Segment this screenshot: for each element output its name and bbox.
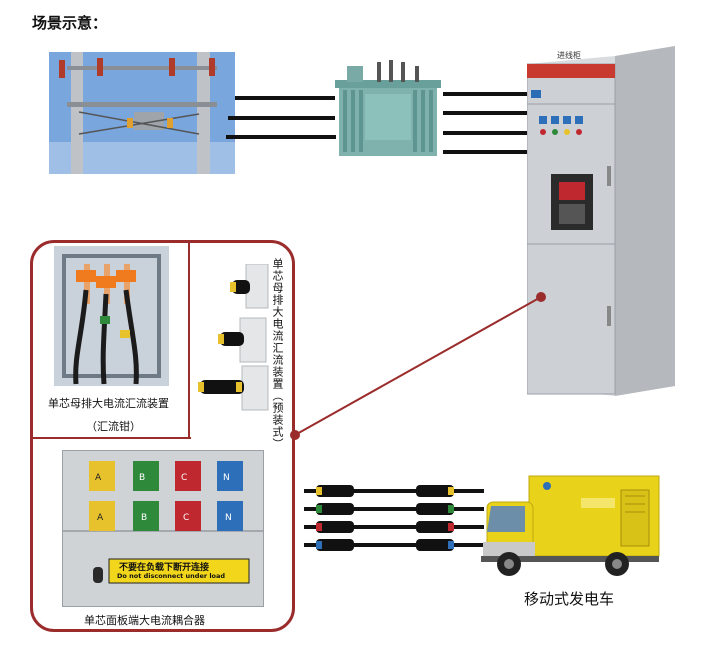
phase-B-label-lower: B: [141, 513, 148, 523]
phase-N-label-lower: N: [225, 513, 232, 523]
panel-warning-cn: 不要在负载下断开连接: [119, 563, 210, 573]
clamp-device-image: [54, 246, 169, 386]
cabinet-illustration: [526, 46, 675, 396]
clamp-device-sublabel: （汇流钳）: [86, 420, 141, 433]
utility-pole-image: [49, 52, 235, 174]
preinstalled-connector-1: [230, 264, 269, 309]
cable-phase-N: [304, 539, 484, 551]
panel-coupler-image: A B C N A B C N 不要在负载下断开连接 Do not discon…: [62, 450, 264, 607]
transformer-cabinet-wire-3: [443, 131, 527, 135]
pole-transformer-wire-3: [226, 135, 336, 139]
coupler-row-bottom: [89, 501, 243, 531]
panel-warning-en: Do not disconnect under load: [117, 572, 226, 580]
phase-C-label-lower: C: [183, 513, 190, 523]
phase-A-label-lower: A: [97, 513, 104, 523]
preinstalled-connector-3: [198, 365, 269, 411]
phase-A-label: A: [95, 473, 102, 483]
utility-pole-illustration: [49, 52, 235, 174]
transformer-image: [333, 60, 443, 160]
cabinet-nameplate: 进线柜: [557, 51, 581, 60]
cable-phase-C: [304, 521, 484, 533]
coupler-row-top: [89, 461, 243, 491]
pole-transformer-wire-1: [235, 96, 335, 100]
callout-connector-line: [290, 292, 546, 440]
preinstalled-connectors-image: [198, 264, 269, 411]
transformer-cabinet-wire-4: [443, 150, 527, 154]
switchgear-cabinet: 进线柜: [526, 46, 675, 396]
transformer-cabinet-wire-2: [443, 111, 527, 115]
transformer-illustration: [335, 60, 441, 156]
cable-phase-A: [304, 485, 484, 497]
phase-B-label: B: [139, 473, 146, 483]
phase-C-label: C: [181, 473, 188, 483]
clamp-device-label: 单芯母排大电流汇流装置: [48, 397, 169, 410]
pole-transformer-wire-2: [228, 116, 335, 120]
device-callout-frame: [30, 240, 295, 632]
callout-divider-vertical: [188, 241, 190, 439]
clamp-device-illustration: [54, 246, 169, 386]
scene-title: 场景示意：: [32, 14, 108, 32]
cable-phase-B: [304, 503, 484, 515]
phase-N-label: N: [223, 473, 230, 483]
callout-divider-horizontal: [31, 437, 191, 439]
generator-truck-label: 移动式发电车: [524, 590, 615, 608]
generator-truck-image: [481, 470, 661, 580]
preinstalled-connector-2: [218, 317, 267, 363]
truck-cable-bundle: [304, 485, 484, 551]
panel-coupler-illustration: [63, 451, 263, 606]
preinstalled-device-label: 单芯母排大电流汇流装置（预装式）: [271, 258, 284, 450]
panel-coupler-label: 单芯面板端大电流耦合器: [84, 614, 205, 627]
generator-truck-illustration: [481, 475, 660, 576]
transformer-cabinet-wire-1: [443, 92, 527, 96]
